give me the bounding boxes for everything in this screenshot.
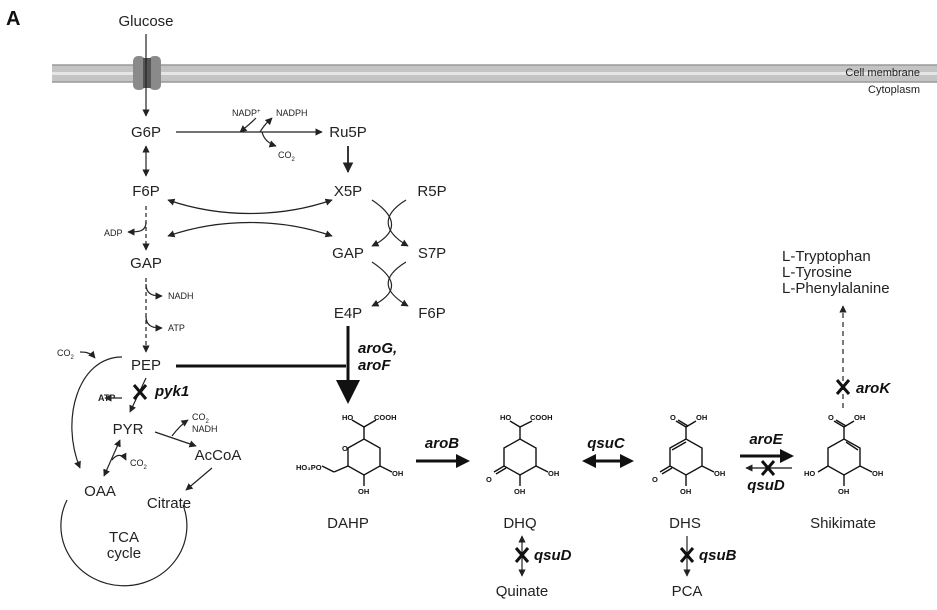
metabolite-pca: PCA	[672, 583, 703, 600]
dahp-ho: HO	[342, 413, 353, 422]
metabolite-dahp: DAHP	[327, 515, 369, 532]
gene-qsud-1: qsuD	[747, 477, 785, 494]
co2-pep: CO2	[57, 348, 75, 361]
metabolite-tryptophan: L-Tryptophan	[782, 248, 871, 265]
gene-pyk1: pyk1	[154, 383, 189, 400]
tca-label: TCA	[109, 529, 139, 546]
shikimate-ho: HO	[804, 469, 815, 478]
gene-arof: aroF	[358, 357, 391, 374]
nadp-label: NADP+	[232, 108, 261, 118]
metabolite-s7p: S7P	[418, 245, 446, 262]
nadh-pdh: NADH	[192, 424, 218, 434]
qsud-knockout-icon-2	[514, 547, 530, 563]
gene-arob: aroB	[425, 435, 459, 452]
metabolite-ru5p: Ru5P	[329, 124, 367, 141]
metabolite-e4p: E4P	[334, 305, 362, 322]
gene-qsud-2: qsuD	[534, 547, 572, 564]
dahp-po3: HO₃PO	[296, 463, 322, 472]
metabolite-f6p: F6P	[132, 183, 160, 200]
dhs-oh2: OH	[680, 487, 691, 496]
adp-label: ADP	[104, 228, 123, 238]
gene-arok: aroK	[856, 380, 891, 397]
metabolite-pep: PEP	[131, 357, 161, 374]
metabolite-x5p: X5P	[334, 183, 362, 200]
cycle-label: cycle	[107, 545, 141, 562]
gene-aroe: aroE	[749, 431, 783, 448]
metabolite-gap-ppp: GAP	[332, 245, 364, 262]
nadph-label: NADPH	[276, 108, 308, 118]
dahp-structure-icon	[321, 419, 393, 486]
metabolite-shikimate: Shikimate	[810, 515, 876, 532]
metabolite-glucose: Glucose	[118, 13, 173, 30]
metabolite-pyr: PYR	[113, 421, 144, 438]
metabolite-dhq: DHQ	[503, 515, 536, 532]
qsuc-arrow	[582, 454, 634, 468]
dhq-ho: HO	[500, 413, 511, 422]
panel-label: A	[6, 8, 20, 30]
dhs-o: O	[670, 413, 676, 422]
metabolite-dhs: DHS	[669, 515, 701, 532]
dahp-oh1: OH	[392, 469, 403, 478]
metabolite-r5p: R5P	[417, 183, 446, 200]
atp-pyk: ATP	[98, 393, 115, 403]
dhs-oh1: OH	[714, 469, 725, 478]
metabolite-gap: GAP	[130, 255, 162, 272]
gene-qsuc: qsuC	[587, 435, 626, 452]
shikimate-oh2: OH	[838, 487, 849, 496]
glucose-transporter-icon	[133, 56, 161, 90]
metabolite-phenylalanine: L-Phenylalanine	[782, 280, 890, 297]
dhq-structure-icon	[493, 420, 549, 486]
metabolite-f6p-ppp: F6P	[418, 305, 446, 322]
metabolite-citrate: Citrate	[147, 495, 191, 512]
dahp-oh2: OH	[358, 487, 369, 496]
dhs-o2: O	[652, 475, 658, 484]
dahp-synthesis-arrows	[176, 326, 360, 404]
dhq-oh1: OH	[548, 469, 559, 478]
arob-arrow	[416, 454, 470, 468]
dahp-o: O	[342, 444, 348, 453]
metabolite-quinate: Quinate	[496, 583, 549, 600]
gene-qsub: qsuB	[699, 547, 737, 564]
co2-pdh: CO2	[192, 412, 210, 425]
dhq-oh2: OH	[514, 487, 525, 496]
qsub-knockout-icon	[679, 547, 695, 563]
pyk1-knockout-icon	[132, 384, 148, 400]
metabolite-tyrosine: L-Tyrosine	[782, 264, 852, 281]
metabolite-accoa: AcCoA	[195, 447, 242, 464]
arok-knockout-icon	[835, 379, 851, 395]
atp-glycolysis: ATP	[168, 323, 185, 333]
ppp-arrows	[167, 117, 409, 307]
nadh-glycolysis: NADH	[168, 291, 194, 301]
dahp-cooh: COOH	[374, 413, 397, 422]
co2-pyc: CO2	[130, 458, 148, 471]
gene-arog: aroG,	[358, 340, 397, 357]
dhs-structure-icon	[659, 419, 715, 486]
membrane-label: Cell membrane	[845, 67, 920, 79]
dhs-oh-top: OH	[696, 413, 707, 422]
shikimate-oh1: OH	[872, 469, 883, 478]
shikimate-o: O	[828, 413, 834, 422]
dhq-cooh: COOH	[530, 413, 553, 422]
shikimate-oh-top: OH	[854, 413, 865, 422]
co2-ppp: CO2	[278, 150, 296, 163]
qsud-knockout-icon-1	[760, 460, 776, 476]
shikimate-structure-icon	[817, 419, 873, 486]
cytoplasm-label: Cytoplasm	[868, 84, 920, 96]
metabolite-oaa: OAA	[84, 483, 116, 500]
metabolite-g6p: G6P	[131, 124, 161, 141]
cell-membrane	[52, 64, 937, 83]
dhq-o: O	[486, 475, 492, 484]
